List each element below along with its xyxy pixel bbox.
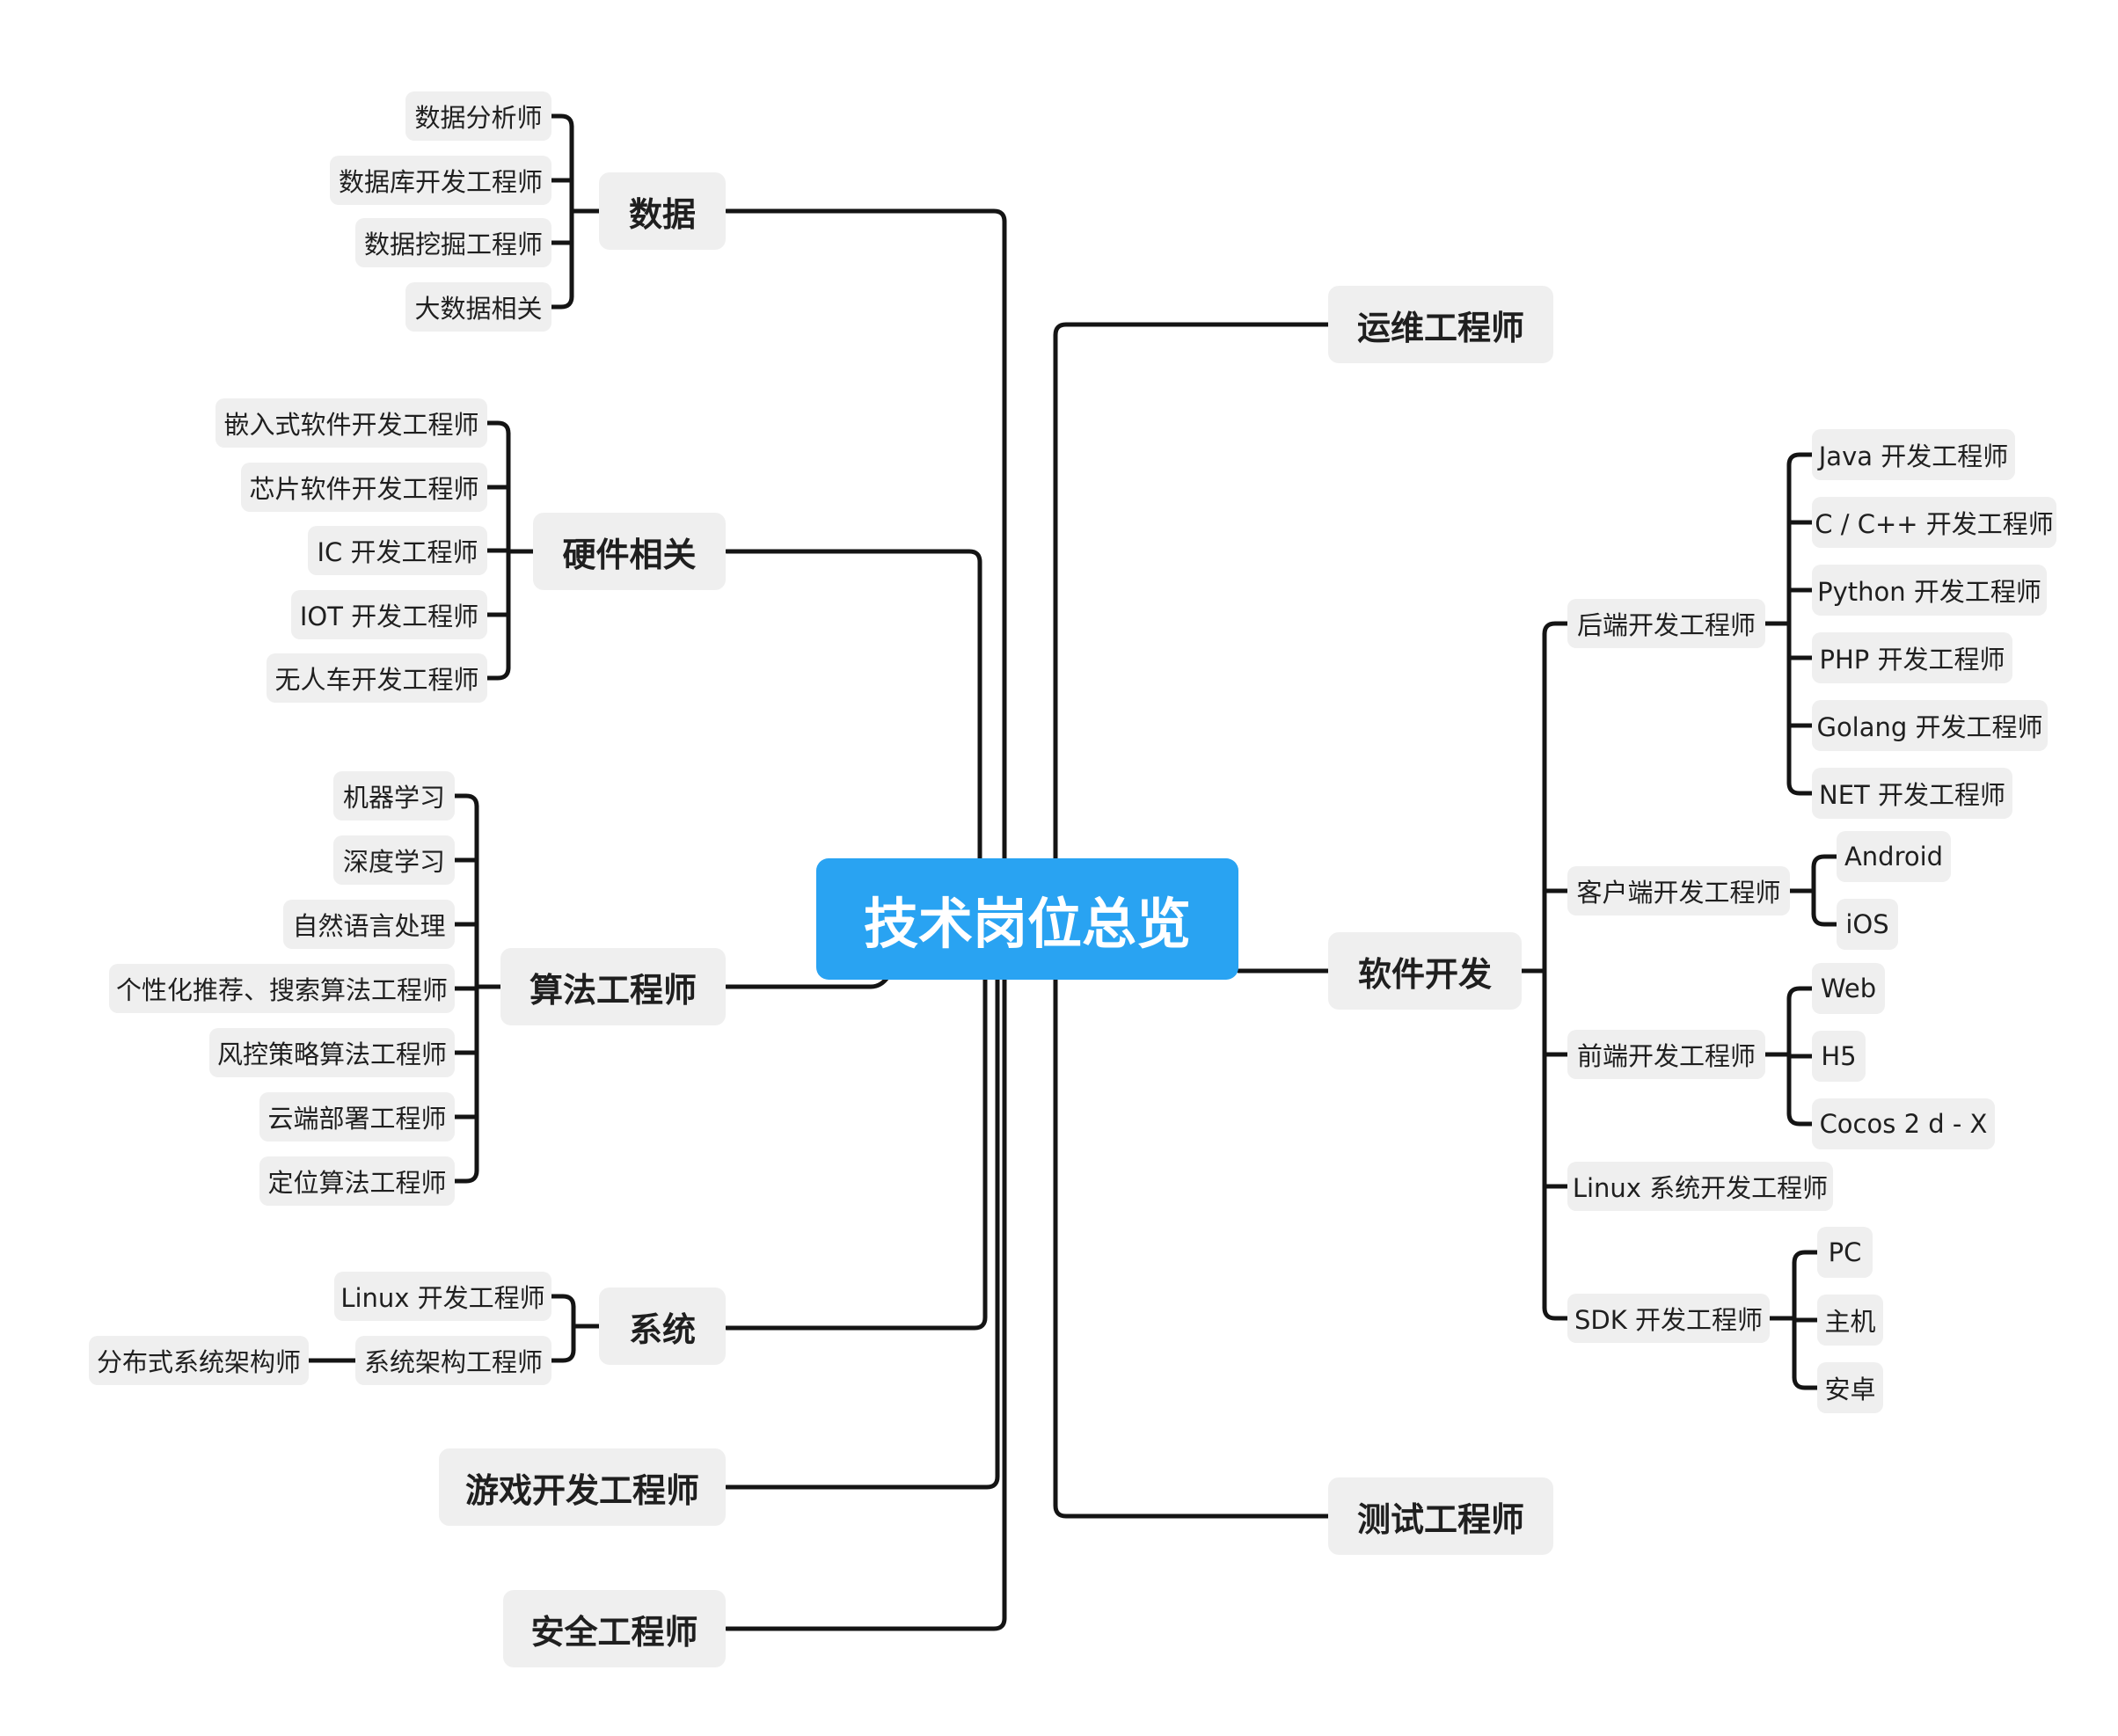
software-sdk[interactable]: SDK 开发工程师	[1567, 1294, 1770, 1343]
system-grandchild[interactable]: 分布式系统架构师	[89, 1336, 309, 1385]
connector-line-6	[724, 974, 1007, 1631]
connector-line-51	[1786, 780, 1815, 796]
backend-child-5[interactable]: Golang 开发工程师	[1812, 700, 2048, 751]
backend-child-4[interactable]: PHP 开发工程师	[1812, 632, 2012, 683]
backend-child-2[interactable]: C / C++ 开发工程师	[1812, 497, 2056, 548]
connector-line-2	[724, 549, 982, 863]
algorithm-child-5[interactable]: 风控策略算法工程师	[209, 1028, 455, 1077]
connector-line-63	[1792, 1250, 1820, 1266]
connector-line-60	[1786, 1111, 1815, 1127]
connector-line-31	[452, 1168, 479, 1184]
backend-child-6[interactable]: NET 开发工程师	[1812, 768, 2012, 819]
hardware-child-1[interactable]: 嵌入式软件开发工程师	[215, 398, 487, 448]
connector-line-12	[549, 113, 574, 129]
frontend-child-1[interactable]: Web	[1812, 963, 1885, 1014]
data-child-4[interactable]: 大数据相关	[405, 282, 551, 332]
backend-child-1[interactable]: Java 开发工程师	[1812, 429, 2015, 480]
hardware-child-4[interactable]: IOT 开发工程师	[291, 590, 487, 639]
connector-line-1	[724, 208, 1007, 863]
frontend-child-2[interactable]: H5	[1812, 1031, 1866, 1082]
data-child-1[interactable]: 数据分析师	[405, 91, 551, 141]
client-child-1[interactable]: Android	[1837, 831, 1951, 882]
hardware-child-3[interactable]: IC 开发工程师	[308, 526, 487, 575]
connector-line-5	[724, 974, 1000, 1490]
client-child-2[interactable]: iOS	[1837, 899, 1898, 950]
branch-test[interactable]: 测试工程师	[1328, 1477, 1553, 1555]
algorithm-child-2[interactable]: 深度学习	[333, 835, 455, 885]
branch-algorithm[interactable]: 算法工程师	[500, 948, 726, 1025]
connector-line-7	[1053, 322, 1331, 863]
connector-line-25	[452, 793, 479, 809]
algorithm-child-4[interactable]: 个性化推荐、搜索算法工程师	[109, 964, 455, 1013]
connector-line-18	[485, 420, 511, 436]
branch-data[interactable]: 数据	[599, 172, 726, 250]
root-node[interactable]: 技术岗位总览	[816, 858, 1238, 980]
connector-line-15	[549, 294, 574, 310]
software-frontend[interactable]: 前端开发工程师	[1567, 1030, 1765, 1079]
software-backend[interactable]: 后端开发工程师	[1567, 599, 1765, 648]
sdk-child-2[interactable]: 主机	[1817, 1295, 1883, 1346]
connector-line-58	[1786, 986, 1815, 1002]
branch-software[interactable]: 软件开发	[1328, 932, 1522, 1010]
connector-line-39	[1542, 621, 1570, 637]
hardware-child-2[interactable]: 芯片软件开发工程师	[241, 463, 487, 512]
branch-hardware[interactable]: 硬件相关	[533, 513, 726, 590]
software-linux[interactable]: Linux 系统开发工程师	[1567, 1162, 1833, 1211]
connector-line-54	[1811, 854, 1839, 870]
algorithm-child-7[interactable]: 定位算法工程师	[259, 1156, 455, 1206]
algorithm-child-6[interactable]: 云端部署工程师	[259, 1092, 455, 1142]
branch-ops[interactable]: 运维工程师	[1328, 286, 1553, 363]
connector-line-55	[1811, 911, 1839, 927]
connector-line-35	[549, 1347, 576, 1363]
connector-line-34	[549, 1294, 576, 1309]
connector-line-46	[1786, 452, 1815, 468]
branch-system[interactable]: 系统	[599, 1287, 726, 1365]
connector-line-43	[1542, 1305, 1570, 1321]
data-child-3[interactable]: 数据挖掘工程师	[355, 218, 551, 267]
connector-line-22	[485, 665, 511, 681]
frontend-child-3[interactable]: Cocos 2 d - X	[1812, 1098, 1995, 1149]
connector-line-4	[724, 974, 988, 1331]
algorithm-child-1[interactable]: 机器学习	[333, 771, 455, 821]
sdk-child-3[interactable]: 安卓	[1817, 1362, 1883, 1413]
data-child-2[interactable]: 数据库开发工程师	[330, 156, 551, 205]
connector-line-9	[1053, 974, 1331, 1519]
software-client[interactable]: 客户端开发工程师	[1567, 866, 1790, 915]
system-child-1[interactable]: Linux 开发工程师	[334, 1272, 551, 1321]
sdk-child-1[interactable]: PC	[1817, 1227, 1873, 1278]
system-child-2[interactable]: 系统架构工程师	[355, 1336, 551, 1385]
hardware-child-5[interactable]: 无人车开发工程师	[267, 653, 487, 703]
branch-game[interactable]: 游戏开发工程师	[439, 1448, 726, 1526]
branch-security[interactable]: 安全工程师	[503, 1590, 726, 1667]
algorithm-child-3[interactable]: 自然语言处理	[283, 900, 455, 949]
connector-line-65	[1792, 1375, 1820, 1390]
backend-child-3[interactable]: Python 开发工程师	[1812, 565, 2047, 616]
